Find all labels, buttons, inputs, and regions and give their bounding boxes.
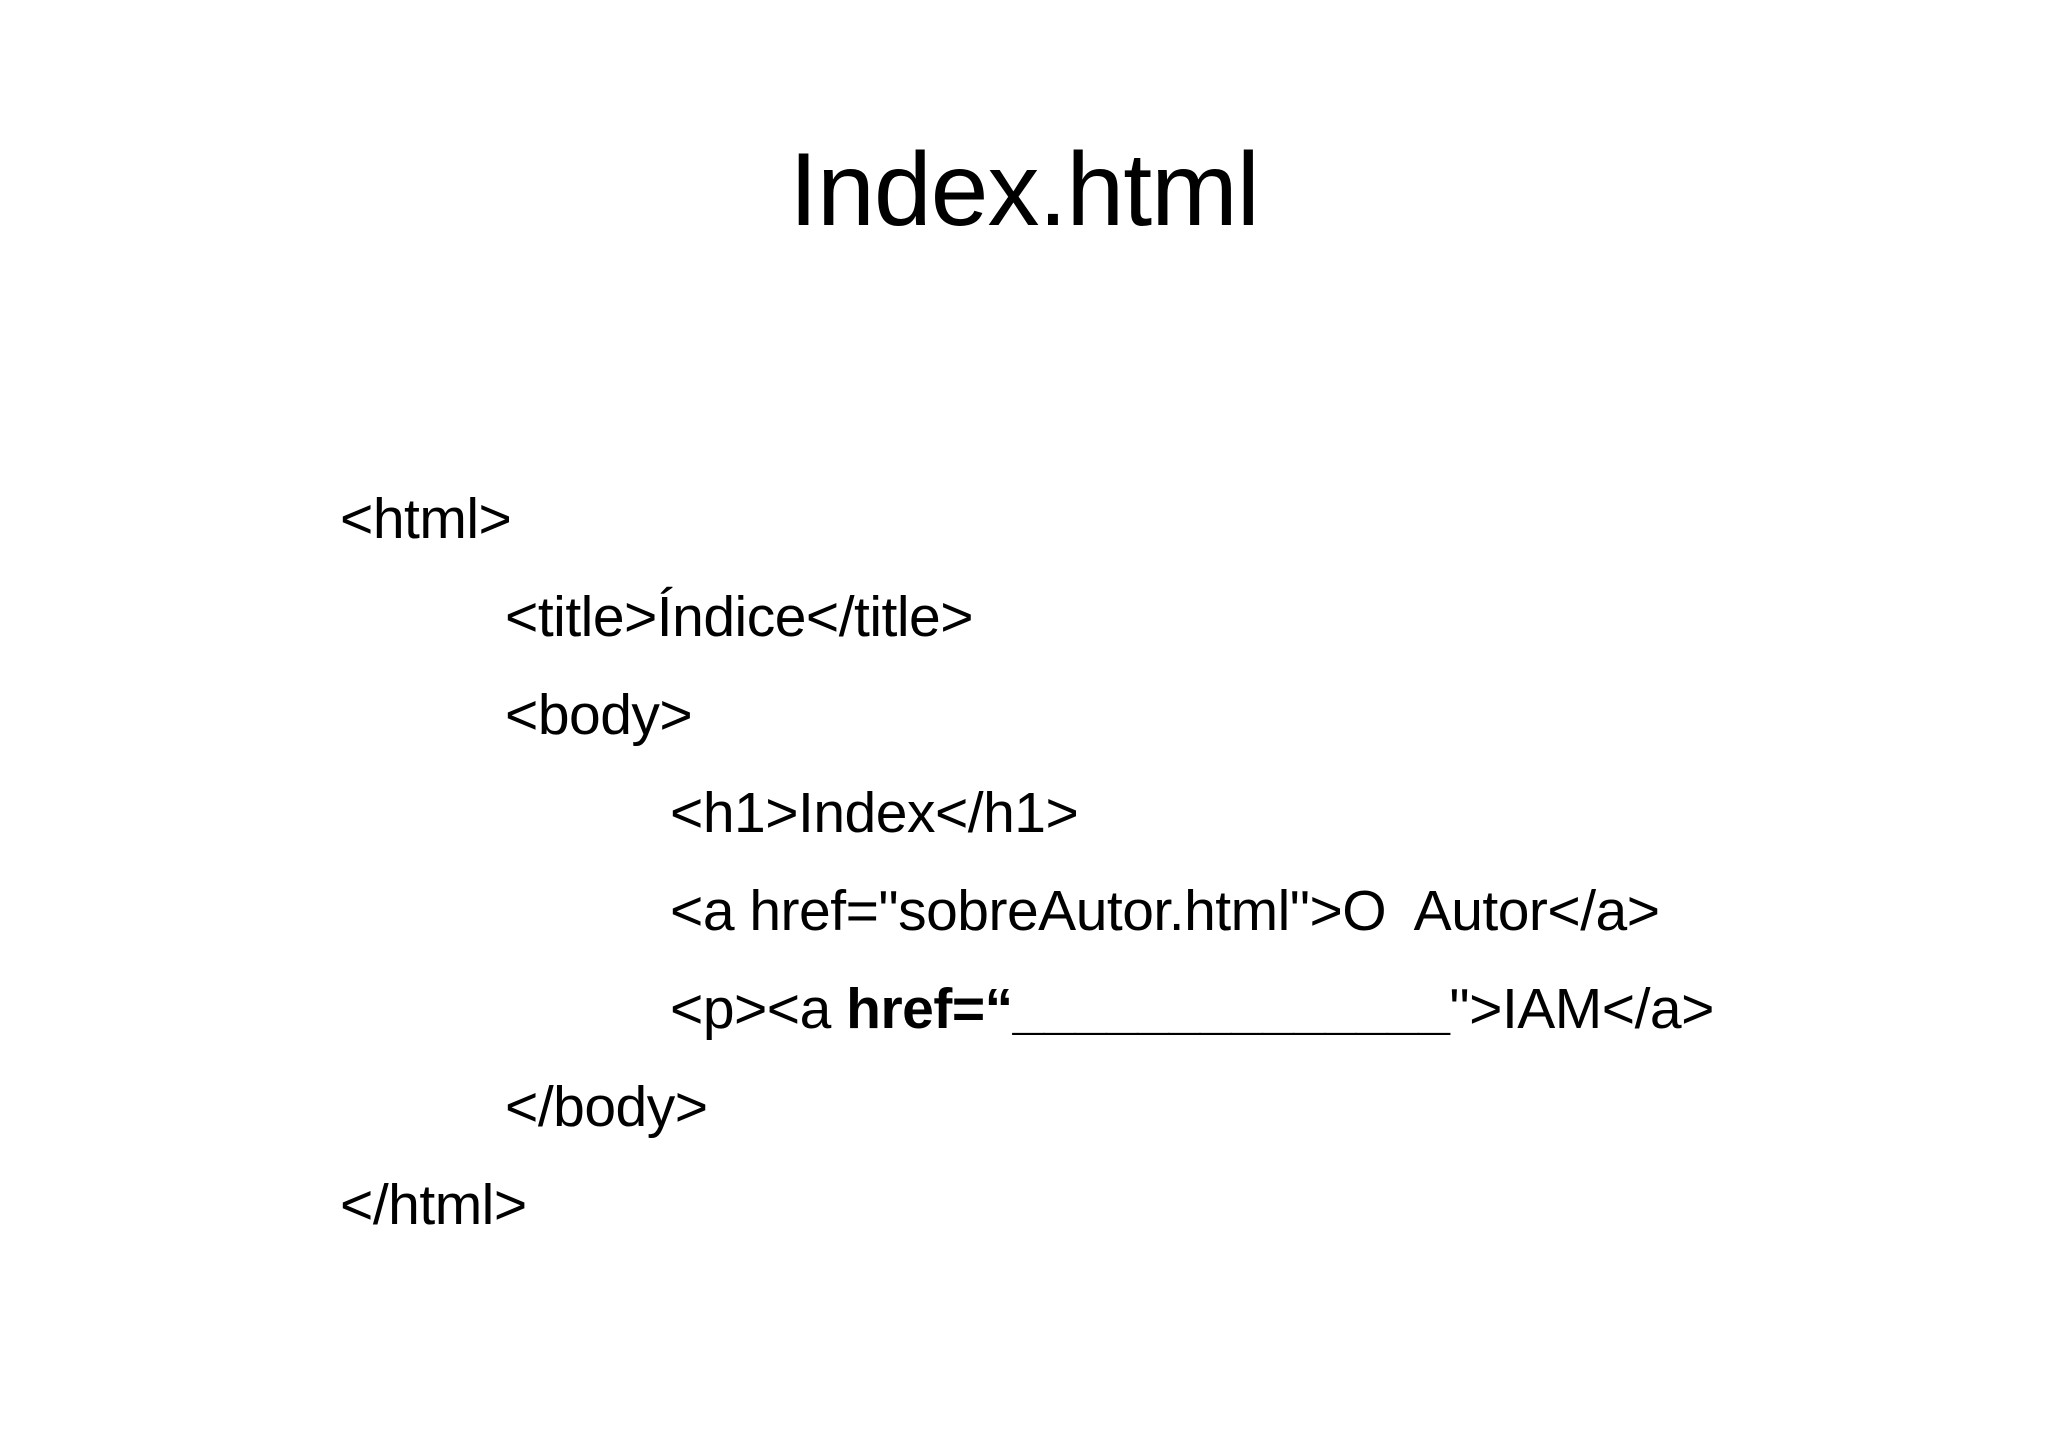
code-text: </html> bbox=[340, 1173, 527, 1237]
code-text: <title>Índice</title> bbox=[505, 585, 974, 649]
code-segment-bold-href-blank: href=“______________ bbox=[846, 977, 1450, 1041]
code-line-body-close: </body> bbox=[248, 960, 1948, 1139]
code-line-html-close: </html> bbox=[248, 1058, 1948, 1237]
code-text: </body> bbox=[505, 1075, 708, 1139]
slide-title: Index.html bbox=[789, 132, 1260, 248]
code-text: <p><a bbox=[670, 977, 847, 1041]
code-line-body-open: <body> bbox=[248, 568, 1948, 747]
code-text: <h1>Index</h1> bbox=[670, 781, 1079, 845]
code-line-h1: <h1>Index</h1> bbox=[248, 666, 1948, 845]
code-line-html-open: <html> bbox=[248, 372, 1948, 551]
code-text: <a href="sobreAutor.html">O Autor</a> bbox=[670, 879, 1660, 943]
code-text: <html> bbox=[340, 487, 512, 551]
code-text: <body> bbox=[505, 683, 693, 747]
code-line-title-tag: <title>Índice</title> bbox=[248, 470, 1948, 649]
code-block: <html> <title>Índice</title> <body> <h1>… bbox=[248, 372, 1948, 1237]
code-line-anchor-iam: <p><a href=“______________">IAM</a> bbox=[248, 862, 1948, 1041]
code-line-anchor-autor: <a href="sobreAutor.html">O Autor</a> bbox=[248, 764, 1948, 943]
code-text: ">IAM</a> bbox=[1449, 977, 1714, 1041]
